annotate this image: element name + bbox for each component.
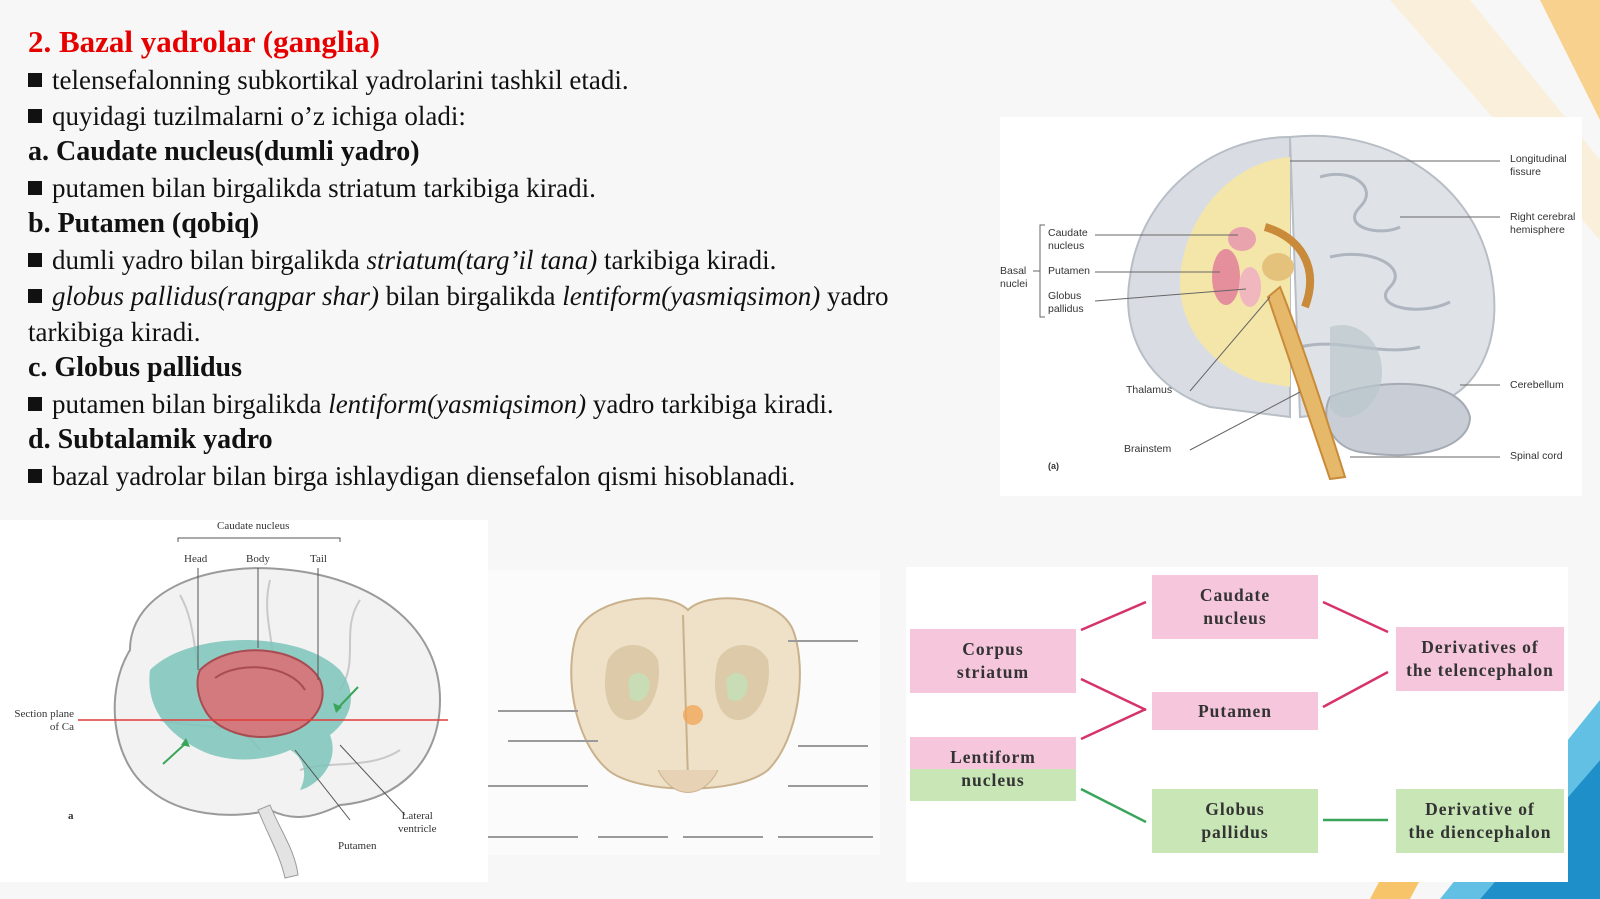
bullet-globus: putamen bilan birgalikda lentiform(yasmi… [28, 386, 993, 422]
bullet-square-icon [28, 289, 42, 303]
slide-title: 2. Bazal yadrolar (ganglia) [28, 24, 380, 59]
lateral-brain-figure: Caudate nucleus Head Body Tail Section p… [0, 520, 488, 882]
coronal-section-figure [488, 570, 880, 855]
legend-line-2 [598, 836, 668, 838]
bullet-subthalamic: bazal yadrolar bilan birga ishlaydigan d… [28, 458, 993, 494]
bullet-square-icon [28, 397, 42, 411]
bullet-square-icon [28, 181, 42, 195]
label-line-right-2 [798, 745, 868, 747]
bullet-intro-1: telensefalonning subkortikal yadrolarini… [28, 62, 993, 98]
label-caudate-nucleus-lateral: Caudate nucleus [217, 520, 290, 532]
label-line-left-2 [508, 740, 598, 742]
bullet-putamen-2: globus pallidus(rangpar shar) bilan birg… [28, 278, 993, 314]
bullet-square-icon [28, 73, 42, 87]
label-panel-a-lower: a [68, 810, 74, 822]
legend-line-1 [488, 836, 578, 838]
slide-text: 2. Bazal yadrolar (ganglia) telensefalon… [28, 22, 993, 494]
heading-caudate: a. Caudate nucleus(dumli yadro) [28, 136, 420, 167]
label-tail: Tail [310, 553, 327, 565]
label-body: Body [246, 553, 270, 565]
bullet-putamen-2-cont: tarkibiga kiradi. [28, 317, 201, 347]
diagram-connectors [1080, 600, 1389, 824]
bullet-square-icon [28, 253, 42, 267]
bullet-square-icon [28, 469, 42, 483]
label-putamen-lateral: Putamen [338, 840, 377, 852]
label-thalamus: Thalamus [1126, 384, 1173, 396]
label-line-right-1 [788, 640, 858, 642]
bullet-square-icon [28, 109, 42, 123]
legend-line-4 [778, 836, 873, 838]
heading-putamen: b. Putamen (qobiq) [28, 208, 260, 239]
label-brainstem: Brainstem [1124, 443, 1172, 455]
legend-line-3 [683, 836, 763, 838]
brain-illustration [1033, 134, 1500, 481]
box-putamen: Putamen [1152, 692, 1318, 730]
bullet-caudate: putamen bilan birgalikda striatum tarkib… [28, 170, 993, 206]
label-cerebellum: Cerebellum [1510, 379, 1564, 391]
label-panel-a: (a) [1048, 461, 1059, 471]
lateral-brain-illustration [78, 537, 448, 879]
label-line-left-3 [488, 785, 588, 787]
bullet-putamen-1: dumli yadro bilan birgalikda striatum(ta… [28, 242, 993, 278]
heading-subthalamic: d. Subtalamik yadro [28, 424, 273, 455]
label-line-right-3 [788, 785, 868, 787]
label-head: Head [184, 553, 208, 565]
coronal-section-illustration [570, 597, 801, 793]
label-line-left-1 [498, 710, 578, 712]
heading-globus: c. Globus pallidus [28, 352, 242, 383]
label-putamen: Putamen [1048, 265, 1091, 277]
label-spinal-cord: Spinal cord [1510, 450, 1563, 462]
bullet-intro-2: quyidagi tuzilmalarni o’z ichiga oladi: [28, 98, 993, 134]
